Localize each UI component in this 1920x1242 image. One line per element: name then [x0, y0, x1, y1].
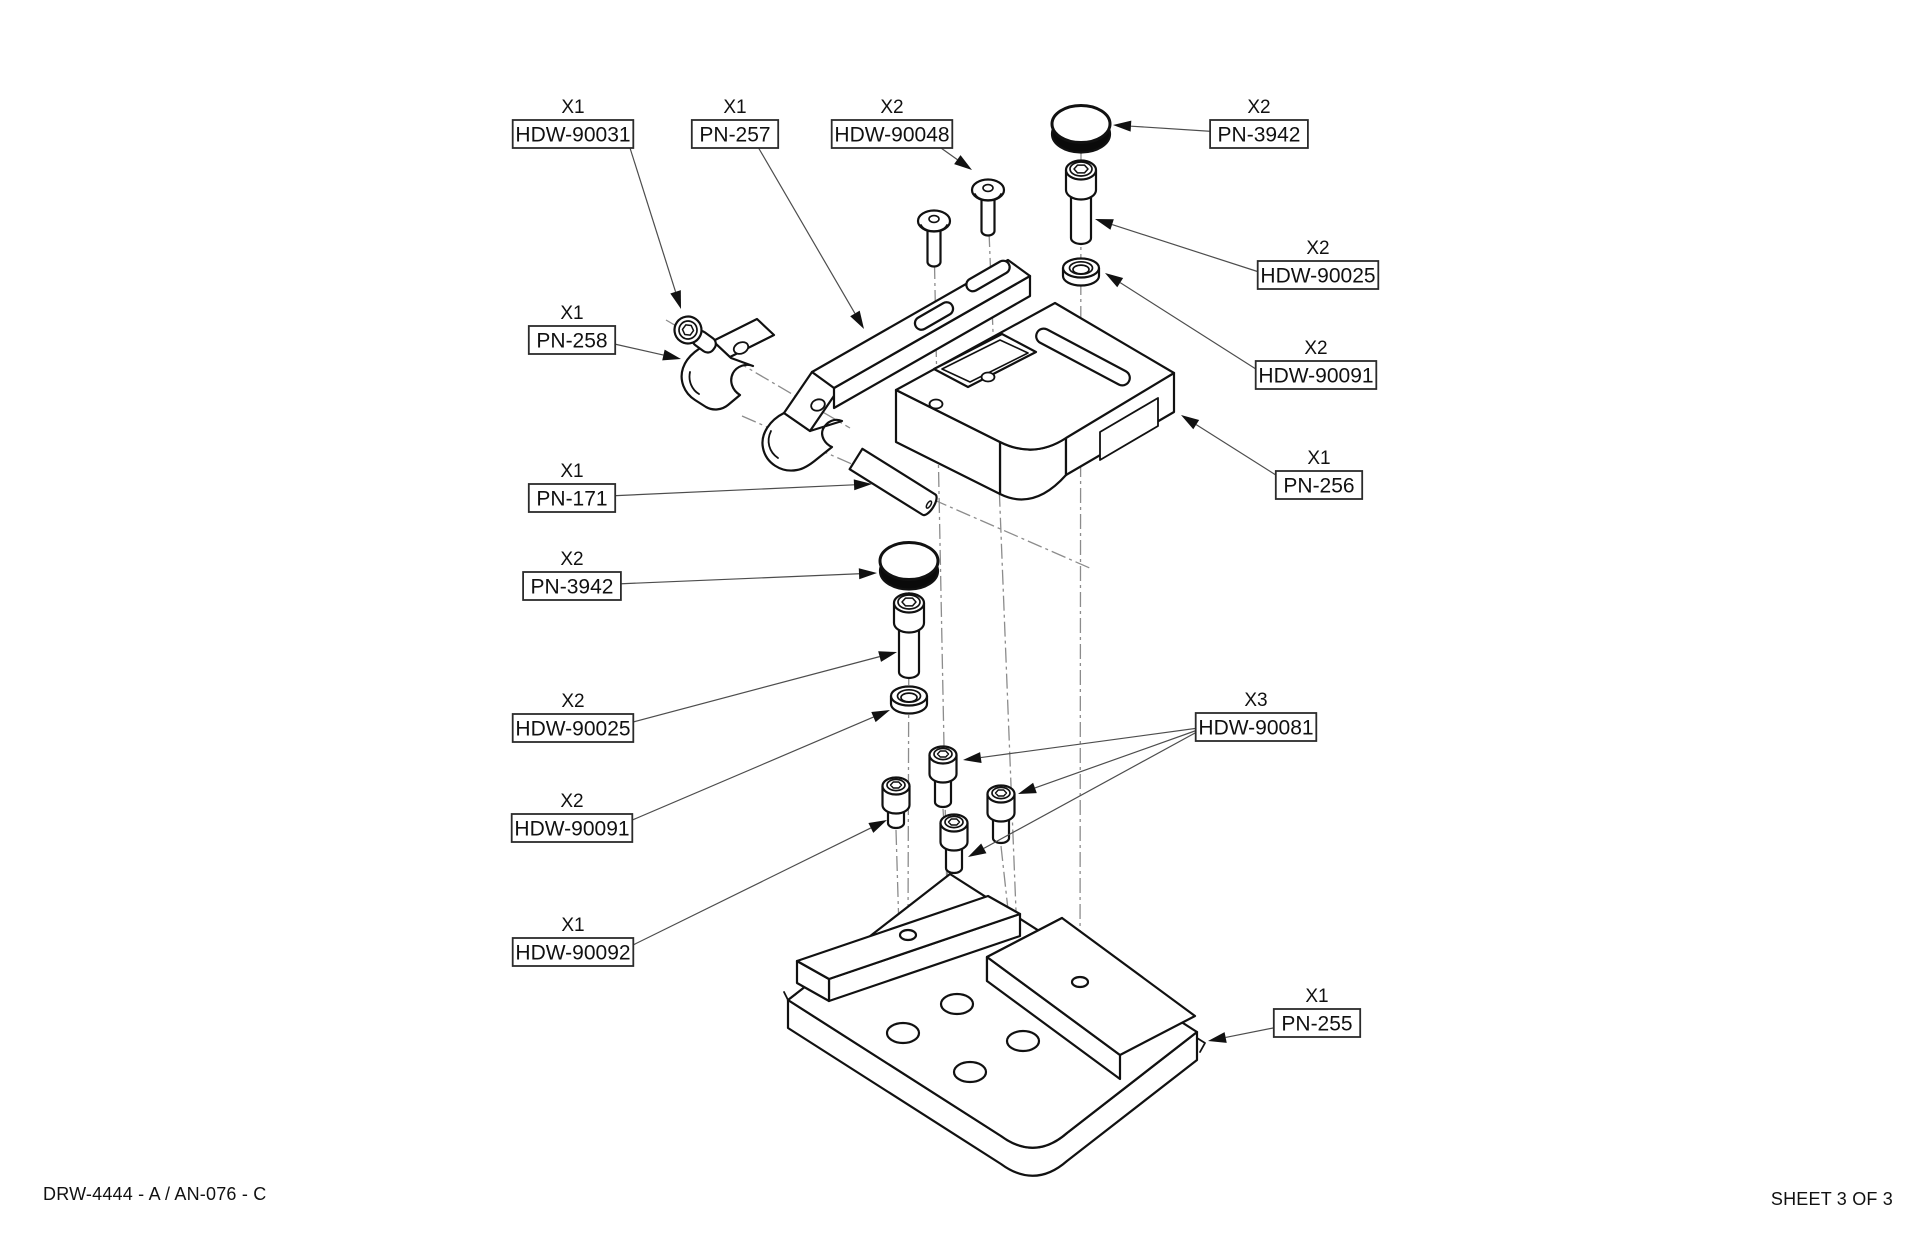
label-box: [1256, 260, 1380, 290]
label-qty: X1: [561, 915, 584, 936]
label-box: [527, 325, 617, 355]
plate-notch-left: [783, 991, 797, 1001]
label-qty: X1: [723, 97, 746, 118]
label-qty: X1: [560, 303, 583, 324]
label-qty: X3: [1244, 690, 1267, 711]
part-labels: X1HDW-90031X1PN-257X2HDW-90048X2PN-3942X…: [510, 97, 1380, 1043]
small-socket-screw: [673, 315, 717, 354]
plate-notch-right: [1196, 1037, 1206, 1053]
label-box: [830, 119, 954, 149]
label-box: [1209, 119, 1309, 149]
label-box: [1194, 712, 1318, 742]
sheet-number: SHEET 3 OF 3: [1770, 1189, 1893, 1209]
cap-screw-a: [928, 745, 958, 809]
label-box: [527, 483, 617, 513]
base-plate: [783, 872, 1206, 1177]
label-box: [511, 713, 635, 743]
label-box: [1274, 470, 1364, 500]
bent-bracket: [761, 258, 1032, 472]
label-qty: X2: [880, 97, 903, 118]
label-part-number: PN-256: [1283, 475, 1354, 498]
label-box: [1254, 360, 1378, 390]
angle-block: [894, 301, 1176, 501]
cap-screw-c: [939, 813, 969, 875]
cap-screw-upper: [1064, 159, 1098, 246]
button-head-screw-2: [970, 178, 1006, 237]
clamp-saddle: [680, 317, 776, 411]
dowel-pin: [848, 447, 938, 517]
label-part-number: PN-3942: [1218, 124, 1301, 147]
washer-lower: [889, 685, 929, 715]
label-qty: X1: [561, 97, 584, 118]
label-qty: X2: [1304, 338, 1327, 359]
thumb-knob-lower: [878, 541, 940, 591]
label-qty: X1: [1305, 986, 1328, 1007]
thumb-knob-upper: [1050, 104, 1112, 154]
label-qty: X1: [1307, 448, 1330, 469]
label-part-number: PN-258: [536, 330, 607, 353]
label-part-number: HDW-90091: [514, 818, 629, 841]
label-part-number: HDW-90025: [515, 718, 630, 741]
label-part-number: PN-3942: [531, 576, 614, 599]
label-part-number: HDW-90092: [515, 942, 630, 965]
cap-screw-d: [881, 776, 911, 830]
label-part-number: HDW-90031: [515, 124, 630, 147]
label-qty: X2: [560, 791, 583, 812]
cap-screw-lower: [892, 592, 926, 680]
label-part-number: PN-171: [536, 488, 607, 511]
label-box: [1272, 1008, 1362, 1038]
label-qty: X1: [560, 461, 583, 482]
label-qty: X2: [561, 691, 584, 712]
label-box: [510, 813, 634, 843]
label-part-number: HDW-90081: [1198, 717, 1313, 740]
label-box: [511, 937, 635, 967]
drawing-number: DRW-4444 - A / AN-076 - C: [43, 1184, 267, 1204]
label-part-number: HDW-90048: [834, 124, 949, 147]
washer-upper: [1061, 257, 1101, 287]
label-box: [511, 119, 635, 149]
label-part-number: PN-255: [1281, 1013, 1352, 1036]
label-part-number: PN-257: [699, 124, 770, 147]
label-box: [690, 119, 780, 149]
label-part-number: HDW-90025: [1260, 265, 1375, 288]
label-qty: X2: [1247, 97, 1270, 118]
label-qty: X2: [1306, 238, 1329, 259]
cap-screw-b: [986, 784, 1016, 845]
button-head-screw-1: [916, 209, 952, 268]
label-qty: X2: [560, 549, 583, 570]
label-box: [522, 571, 622, 601]
label-part-number: HDW-90091: [1258, 365, 1373, 388]
